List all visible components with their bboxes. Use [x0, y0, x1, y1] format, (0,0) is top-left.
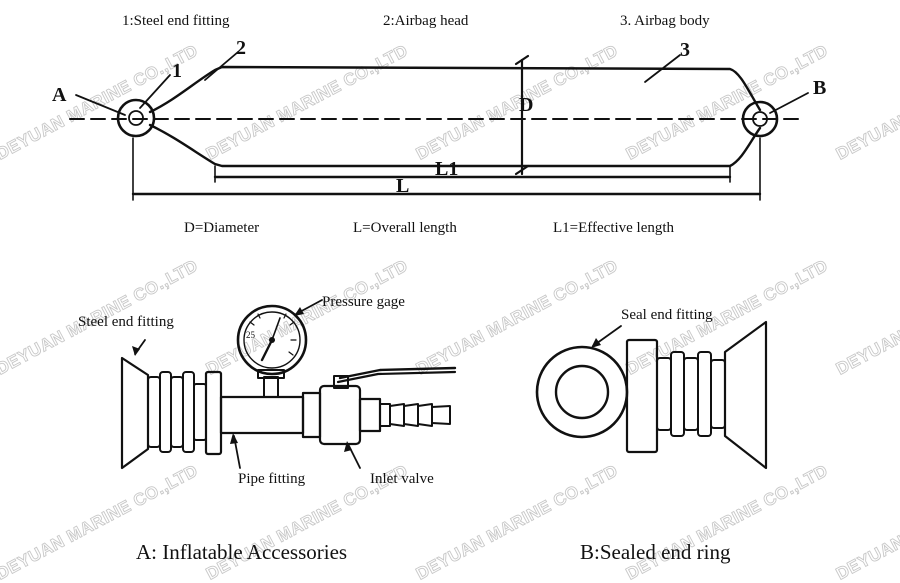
label-pressure-gage: Pressure gage	[322, 294, 405, 310]
end-fitting-b	[741, 100, 779, 138]
watermark: DEYUAN MARINE CO.,LTD	[833, 461, 900, 583]
callout-b: B	[813, 77, 826, 99]
label-seal-end-fitting: Seal end fitting	[621, 307, 713, 323]
diameter-dimension: D	[514, 54, 533, 176]
watermark: DEYUAN MARINE CO.,LTD	[0, 461, 201, 583]
effective-length-dimension: L1	[213, 158, 732, 183]
label-steel-end-fitting: 1:Steel end fitting	[122, 13, 230, 29]
dimension-l1: L1	[435, 158, 458, 180]
callout-1: 1	[172, 60, 182, 82]
callout-2: 2	[236, 37, 246, 59]
watermark: DEYUAN MARINE CO.,LTD	[623, 41, 831, 164]
watermark: DEYUAN MARINE CO.,LTD	[203, 256, 411, 379]
overall-length-dimension: L	[131, 137, 762, 201]
watermark: DEYUAN MARINE CO.,LTD	[203, 41, 411, 164]
label-steel-end-fitting-accessory: Steel end fitting	[78, 314, 174, 330]
watermark-layer: DEYUAN MARINE CO.,LTD DEYUAN MARINE CO.,…	[0, 40, 900, 583]
caption-inflatable-accessories: A: Inflatable Accessories	[136, 540, 347, 564]
watermark: DEYUAN MARINE CO.,LTD	[413, 41, 621, 164]
watermark: DEYUAN MARINE CO.,LTD	[413, 461, 621, 583]
label-airbag-head: 2:Airbag head	[383, 13, 469, 29]
watermark: DEYUAN MARINE CO.,LTD	[833, 256, 900, 379]
legend-overall-length: L=Overall length	[353, 220, 457, 236]
label-inlet-valve: Inlet valve	[370, 471, 434, 487]
watermark: DEYUAN MARINE CO.,LTD	[0, 41, 201, 164]
pressure-gauge	[236, 304, 308, 376]
gauge-number: 25	[246, 330, 256, 340]
watermark: DEYUAN MARINE CO.,LTD	[413, 256, 621, 379]
inflatable-accessories: 25	[120, 304, 457, 470]
label-airbag-body: 3. Airbag body	[620, 13, 710, 29]
watermark: DEYUAN MARINE CO.,LTD	[833, 41, 900, 164]
callout-3: 3	[680, 39, 690, 61]
watermark: DEYUAN MARINE CO.,LTD	[623, 461, 831, 583]
dimension-d: D	[519, 94, 533, 116]
label-pipe-fitting: Pipe fitting	[238, 471, 306, 487]
dimension-l: L	[396, 175, 409, 197]
end-fitting-a	[116, 98, 156, 138]
caption-sealed-end-ring: B:Sealed end ring	[580, 540, 731, 564]
sealed-end-ring	[535, 320, 768, 470]
legend-diameter: D=Diameter	[184, 220, 259, 236]
callout-a: A	[52, 84, 67, 106]
legend-effective-length: L1=Effective length	[553, 220, 675, 236]
